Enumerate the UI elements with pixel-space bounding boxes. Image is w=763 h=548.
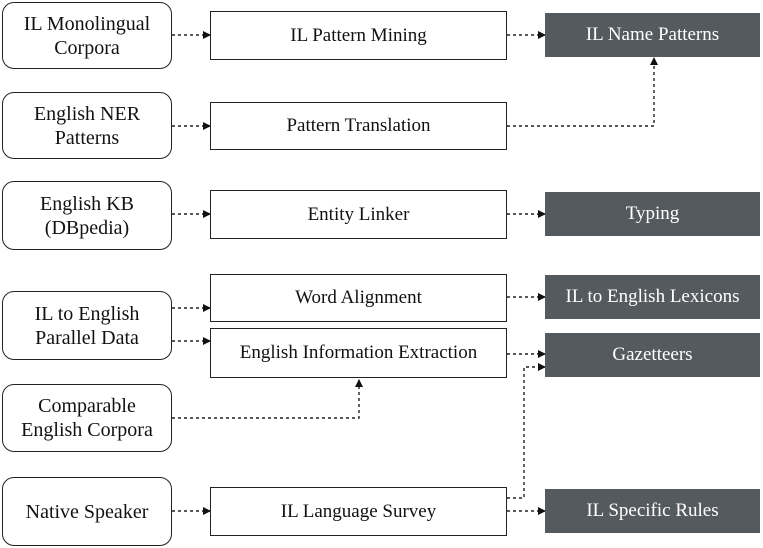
process-entity-linker: Entity Linker — [210, 190, 507, 239]
source-english-ner-patterns: English NER Patterns — [2, 92, 172, 159]
edge-survey-to-gazetteers — [507, 363, 546, 499]
source-native-speaker: Native Speaker — [2, 477, 172, 546]
output-il-name-patterns: IL Name Patterns — [545, 13, 760, 57]
source-il-monolingual-corpora: IL Monolingual Corpora — [2, 2, 172, 69]
process-word-alignment: Word Alignment — [210, 274, 507, 322]
edge-translation-to-patterns — [507, 57, 658, 127]
output-gazetteers: Gazetteers — [545, 333, 760, 377]
process-english-information-extraction: English Information Extraction — [210, 328, 507, 378]
source-comparable-corpora: Comparable English Corpora — [2, 384, 172, 452]
output-typing: Typing — [545, 192, 760, 236]
source-english-kb: English KB (DBpedia) — [2, 181, 172, 250]
output-il-specific-rules: IL Specific Rules — [545, 489, 760, 533]
source-parallel-data: IL to English Parallel Data — [2, 291, 172, 360]
process-pattern-translation: Pattern Translation — [210, 102, 507, 150]
process-il-language-survey: IL Language Survey — [210, 487, 507, 536]
process-il-pattern-mining: IL Pattern Mining — [210, 11, 507, 60]
edge-comparable-to-ie — [172, 379, 363, 419]
output-il-to-english-lexicons: IL to English Lexicons — [545, 275, 760, 319]
